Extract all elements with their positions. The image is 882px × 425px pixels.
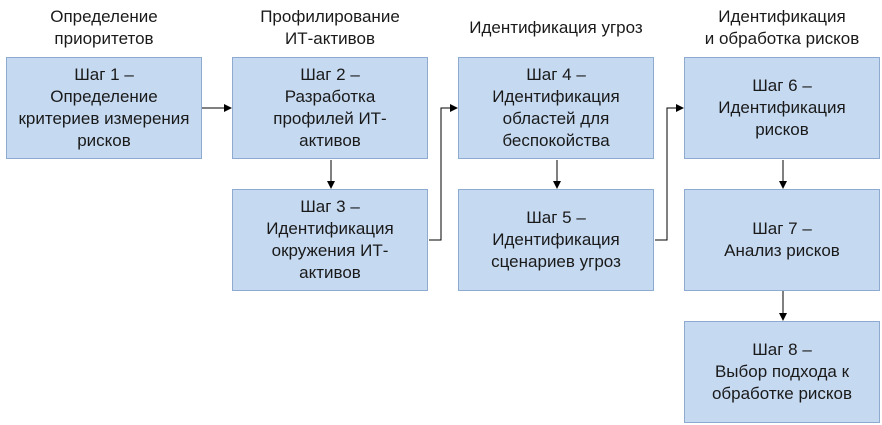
step-8-label-line: Выбор подхода к <box>714 362 850 381</box>
step-3-box: Шаг 3 – Идентификация окружения ИТ- акти… <box>232 189 428 291</box>
step-7-number: Шаг 7 – <box>752 219 812 238</box>
step-2-label-line: Разработка <box>284 87 376 106</box>
step-2-number: Шаг 2 – <box>300 65 360 84</box>
step-8-label-line: обработке рисков <box>711 384 853 403</box>
step-6-label-line: рисков <box>755 120 809 139</box>
step-1-label-line: Определение <box>50 87 158 106</box>
step-4-number: Шаг 4 – <box>526 65 586 84</box>
step-5-number: Шаг 5 – <box>526 208 586 227</box>
phase-header-priorities: Определение приоритетов <box>50 7 158 48</box>
arrow-step3-to-step4 <box>429 104 458 241</box>
step-6-box: Шаг 6 – Идентификация рисков <box>684 57 880 159</box>
step-2-label-line: профилей ИТ- <box>273 109 387 128</box>
step-5-label-line: сценариев угроз <box>491 252 621 271</box>
step-8-box: Шаг 8 – Выбор подхода к обработке рисков <box>684 321 880 423</box>
step-7-box: Шаг 7 – Анализ рисков <box>684 189 880 291</box>
arrow-step5-to-step6 <box>655 104 684 241</box>
step-4-label-line: беспокойства <box>502 131 610 150</box>
phase-header-asset-profiling: Профилирование ИТ-активов <box>260 7 400 48</box>
step-6-label-line: Идентификация <box>718 98 846 117</box>
step-3-number: Шаг 3 – <box>300 197 360 216</box>
phase-header-risk-treatment: Идентификация и обработка рисков <box>704 7 860 48</box>
step-3-label-line: Идентификация <box>266 219 394 238</box>
step-4-label-line: областей для <box>502 109 610 128</box>
step-3-label-line: окружения ИТ- <box>271 241 389 260</box>
step-6-number: Шаг 6 – <box>752 76 812 95</box>
step-2-label-line: активов <box>299 131 361 150</box>
step-5-box: Шаг 5 – Идентификация сценариев угроз <box>458 189 654 291</box>
step-1-label-line: критериев измерения <box>18 109 190 128</box>
step-5-label-line: Идентификация <box>492 230 620 249</box>
step-1-label-line: рисков <box>77 131 131 150</box>
step-7-label-line: Анализ рисков <box>724 241 840 260</box>
step-8-number: Шаг 8 – <box>752 340 812 359</box>
step-2-box: Шаг 2 – Разработка профилей ИТ- активов <box>232 57 428 159</box>
step-4-box: Шаг 4 – Идентификация областей для беспо… <box>458 57 654 159</box>
phase-header-threat-identification: Идентификация угроз <box>469 18 643 37</box>
step-3-label-line: активов <box>299 263 361 282</box>
step-4-label-line: Идентификация <box>492 87 620 106</box>
step-1-number: Шаг 1 – <box>74 65 134 84</box>
step-1-box: Шаг 1 – Определение критериев измерения … <box>6 57 202 159</box>
